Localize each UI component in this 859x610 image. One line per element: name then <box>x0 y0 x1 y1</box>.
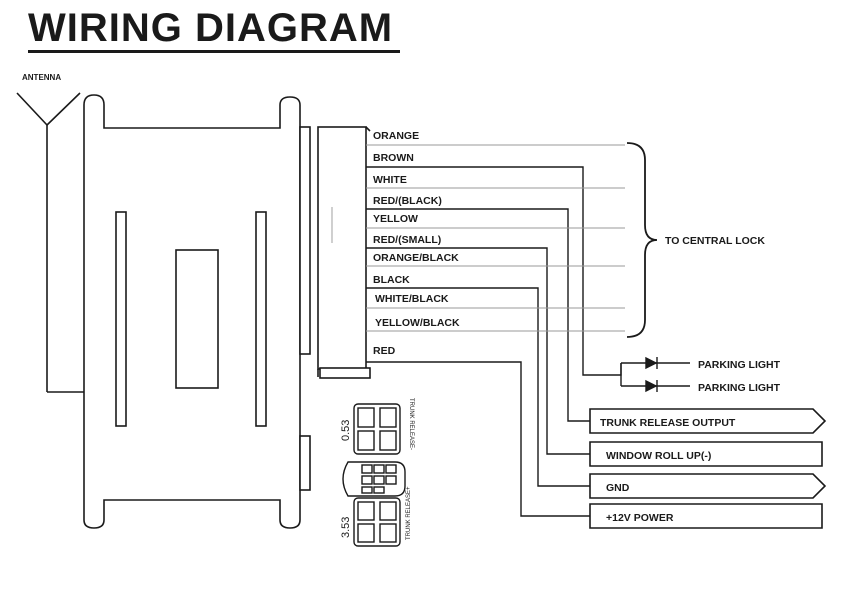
wire-line <box>366 361 590 517</box>
output-label-trunk: TRUNK RELEASE OUTPUT <box>600 417 736 429</box>
module-slot-left <box>115 211 127 427</box>
antenna-icon <box>16 92 84 393</box>
output-box-window <box>589 441 823 467</box>
wire-line <box>366 208 590 422</box>
module-side-tab-top <box>299 126 311 355</box>
antenna-label: ANTENNA <box>22 73 61 82</box>
diode-icon <box>645 379 658 393</box>
output-box-power <box>589 503 823 529</box>
wire-label: ORANGE/BLACK <box>373 252 459 264</box>
title-underline <box>28 50 400 53</box>
module-side-tab-bottom <box>299 435 311 491</box>
diode-icon <box>645 356 658 370</box>
wire-label: RED/(SMALL) <box>373 234 441 246</box>
wire-label: YELLOW/BLACK <box>375 317 460 329</box>
main-connector <box>317 126 371 379</box>
output-box-gnd <box>589 473 827 499</box>
connector-side-text-right: TRUNK RELEASE- <box>408 398 414 450</box>
module-slot-right <box>255 211 267 427</box>
parking-light-label: PARKING LIGHT <box>698 382 781 394</box>
output-label-power: +12V POWER <box>606 512 674 524</box>
connector-side-text-left: TRUNK RELEASE+ <box>406 486 412 540</box>
output-box-trunk <box>589 408 827 434</box>
wire-label: RED/(BLACK) <box>373 195 442 207</box>
connector-value-top: 0.53 <box>340 420 352 441</box>
wire-label: BLACK <box>373 274 410 286</box>
wire-label: ORANGE <box>373 130 419 142</box>
output-label-window: WINDOW ROLL UP(-) <box>606 450 711 462</box>
wire-label: BROWN <box>373 152 414 164</box>
central-lock-label: TO CENTRAL LOCK <box>665 235 765 247</box>
wire-line <box>366 247 590 455</box>
wire-label: WHITE <box>373 174 407 186</box>
parking-light-label: PARKING LIGHT <box>698 359 781 371</box>
central-lock-bracket <box>626 142 658 338</box>
wire-label: RED <box>373 345 396 357</box>
wire-label: WHITE/BLACK <box>375 293 449 305</box>
connector-value-bottom: 3.53 <box>340 517 352 538</box>
output-label-gnd: GND <box>606 482 630 494</box>
wire-label: YELLOW <box>373 213 418 225</box>
module-body <box>83 94 311 529</box>
page-title: WIRING DIAGRAM <box>28 6 394 50</box>
parking-light-diodes <box>620 356 690 393</box>
module-center-window <box>175 249 219 389</box>
small-connector <box>342 403 406 547</box>
wire-line <box>366 287 590 487</box>
wire-labels-layer: ORANGE BROWN WHITE RED/(BLACK) YELLOW RED/(SM… <box>373 130 460 357</box>
